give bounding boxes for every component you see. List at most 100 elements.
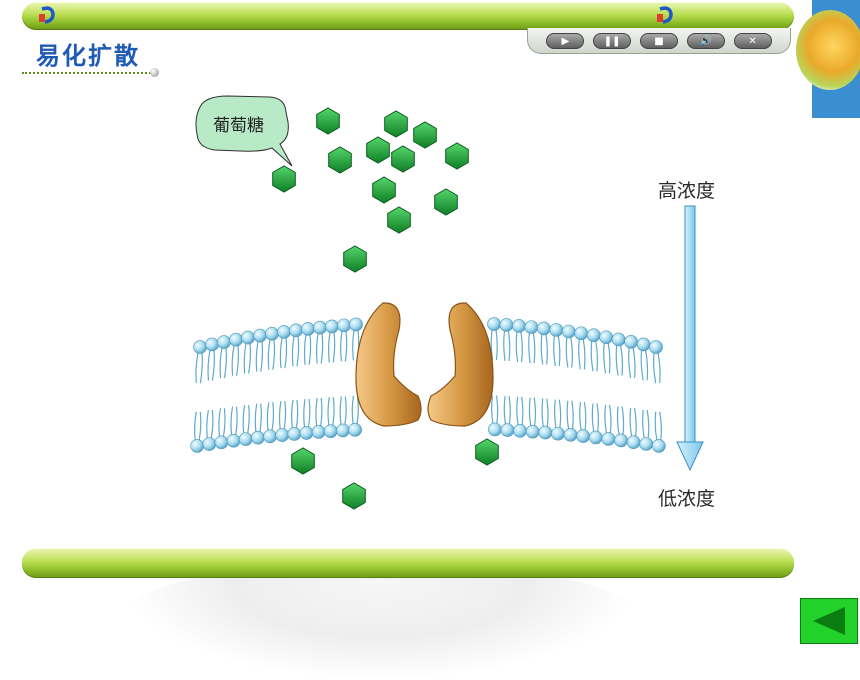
carrier-protein-left-half xyxy=(355,302,422,427)
phospholipid xyxy=(202,337,219,451)
lipid-head xyxy=(229,332,243,347)
lipid-tail xyxy=(284,337,288,369)
lipid-head xyxy=(205,337,219,352)
lipid-tail xyxy=(260,341,264,372)
lipid-tail xyxy=(595,341,599,372)
lipid-tail xyxy=(590,341,594,372)
lipid-head xyxy=(336,423,350,438)
phospholipid xyxy=(190,340,207,453)
lipid-head xyxy=(313,320,327,335)
lipid-tail xyxy=(207,350,211,381)
lipid-tail xyxy=(503,330,506,362)
lipid-head xyxy=(275,428,289,442)
lipid-head xyxy=(311,425,326,439)
lipid-tail xyxy=(303,334,307,365)
phospholipid xyxy=(586,328,603,445)
lipid-head xyxy=(325,319,339,334)
lipid-tail xyxy=(644,350,649,381)
phospholipid xyxy=(336,318,351,438)
phospholipid xyxy=(512,319,527,438)
phospholipid xyxy=(263,326,279,444)
lipid-tail xyxy=(219,347,223,379)
lipid-tail xyxy=(199,353,203,384)
lipid-tail xyxy=(327,397,330,426)
back-button[interactable] xyxy=(800,598,858,644)
glucose-label: 葡萄糖 xyxy=(213,116,264,136)
pause-button[interactable]: ❚❚ xyxy=(593,32,632,49)
high-concentration-label: 高浓度 xyxy=(658,180,716,202)
lipid-tail xyxy=(267,339,271,370)
lipid-head xyxy=(588,430,603,445)
lipid-tail xyxy=(218,408,222,437)
lipid-tail xyxy=(540,334,544,365)
lipid-tail xyxy=(495,329,498,361)
glucose-molecule xyxy=(387,206,411,234)
lipid-tail xyxy=(328,332,331,363)
arrow-left-icon xyxy=(813,607,845,635)
phospholipid xyxy=(214,335,231,450)
lipid-tail xyxy=(646,409,650,439)
lipid-head xyxy=(193,340,207,354)
lipid-tail xyxy=(352,330,355,361)
lipid-tail xyxy=(332,397,335,426)
lipid-tail xyxy=(520,331,523,363)
lipid-tail xyxy=(344,331,348,362)
lipid-tail xyxy=(254,403,258,432)
lipid-tail xyxy=(235,345,239,376)
lipid-tail xyxy=(546,398,549,427)
phospholipid xyxy=(599,330,616,446)
lipid-tail xyxy=(553,335,556,366)
lipid-tail xyxy=(315,397,318,427)
lipid-tail xyxy=(230,406,234,435)
lipid-head xyxy=(487,317,501,331)
lipid-head xyxy=(299,426,314,440)
lipid-tail xyxy=(295,399,299,429)
lipid-tail xyxy=(272,339,276,370)
lipid-tail xyxy=(308,334,312,365)
phospholipid xyxy=(251,328,267,445)
phospholipid xyxy=(311,320,327,439)
lipid-tail xyxy=(604,404,607,433)
corner-emblem-icon xyxy=(796,10,860,90)
lipid-tail xyxy=(632,347,636,378)
lipid-head xyxy=(549,323,564,337)
lipid-tail xyxy=(296,336,300,367)
lipid-head xyxy=(649,340,663,354)
lipid-head xyxy=(337,318,351,333)
lipid-tail xyxy=(491,395,494,424)
concentration-gradient-arrow xyxy=(676,205,704,472)
lipid-head xyxy=(488,422,502,437)
lipid-head xyxy=(226,433,241,448)
phospholipid xyxy=(549,323,565,441)
volume-button[interactable]: 🔊 xyxy=(686,32,725,49)
lipid-tail xyxy=(565,337,569,368)
lipid-head xyxy=(499,318,514,332)
lipid-tail xyxy=(243,343,247,374)
stop-button[interactable]: ■ xyxy=(639,32,678,49)
lipid-tail xyxy=(532,333,536,364)
lipid-tail xyxy=(616,406,620,435)
lipid-head xyxy=(265,326,279,341)
lipid-head xyxy=(263,429,277,444)
lipid-tail xyxy=(320,397,323,427)
brand-logo-icon xyxy=(39,6,55,24)
phospholipid xyxy=(561,324,578,442)
lipid-tail xyxy=(279,337,283,368)
glucose-molecule xyxy=(272,165,296,193)
page-title: 易化扩散 xyxy=(36,42,140,70)
lipid-tail xyxy=(545,334,548,365)
lipid-bilayer-left xyxy=(190,317,363,453)
lipid-head xyxy=(636,337,651,352)
lipid-tail xyxy=(541,398,544,427)
lipid-tail xyxy=(557,335,561,366)
lipid-tail xyxy=(315,333,319,364)
lipid-tail xyxy=(211,350,215,381)
lipid-tail xyxy=(291,336,295,367)
play-button[interactable]: ▶ xyxy=(546,32,585,49)
close-button[interactable]: ✕ xyxy=(733,32,772,49)
lipid-tail xyxy=(351,395,355,424)
lipid-head xyxy=(599,330,613,345)
lipid-head xyxy=(202,437,217,451)
lipid-tail xyxy=(578,339,581,370)
glucose-molecule xyxy=(342,482,366,510)
